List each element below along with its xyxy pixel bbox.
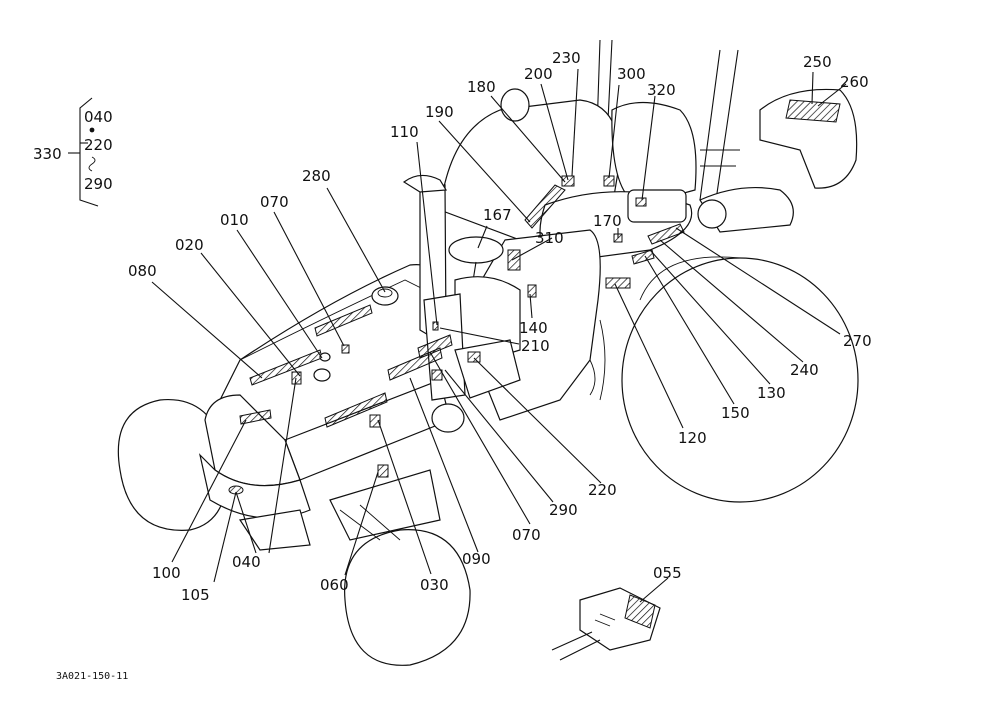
bracket-item-290: 290 (84, 175, 113, 193)
label-055: 055 (653, 564, 682, 582)
label-310: 310 (535, 229, 564, 247)
label-180: 180 (467, 78, 496, 96)
part-labels: 010 020 030 040 055 060 070 070 080 090 … (33, 49, 872, 682)
label-200: 200 (524, 65, 553, 83)
label-110: 110 (390, 123, 419, 141)
label-080: 080 (128, 262, 157, 280)
tractor-drawing (117, 39, 859, 666)
label-230: 230 (552, 49, 581, 67)
label-070-top: 070 (260, 193, 289, 211)
label-290: 290 (549, 501, 578, 519)
label-280: 280 (302, 167, 331, 185)
label-210: 210 (521, 337, 550, 355)
bracket-item-220: 220 (84, 136, 113, 154)
label-250: 250 (803, 53, 832, 71)
label-150: 150 (721, 404, 750, 422)
label-320: 320 (647, 81, 676, 99)
leader-lines (68, 68, 847, 603)
label-060: 060 (320, 576, 349, 594)
drawing-code: 3A021-150-11 (56, 671, 128, 682)
label-330: 330 (33, 145, 62, 163)
label-090: 090 (462, 550, 491, 568)
label-010: 010 (220, 211, 249, 229)
label-260: 260 (840, 73, 869, 91)
label-170: 170 (593, 212, 622, 230)
bracket-item-040: 040 (84, 108, 113, 126)
label-070-bottom: 070 (512, 526, 541, 544)
label-040: 040 (232, 553, 261, 571)
label-020: 020 (175, 236, 204, 254)
label-220: 220 (588, 481, 617, 499)
label-030: 030 (420, 576, 449, 594)
label-120: 120 (678, 429, 707, 447)
label-100: 100 (152, 564, 181, 582)
label-105: 105 (181, 586, 210, 604)
label-167: 167 (483, 206, 512, 224)
label-240: 240 (790, 361, 819, 379)
label-190: 190 (425, 103, 454, 121)
label-130: 130 (757, 384, 786, 402)
label-300: 300 (617, 65, 646, 83)
label-140: 140 (519, 319, 548, 337)
label-270: 270 (843, 332, 872, 350)
